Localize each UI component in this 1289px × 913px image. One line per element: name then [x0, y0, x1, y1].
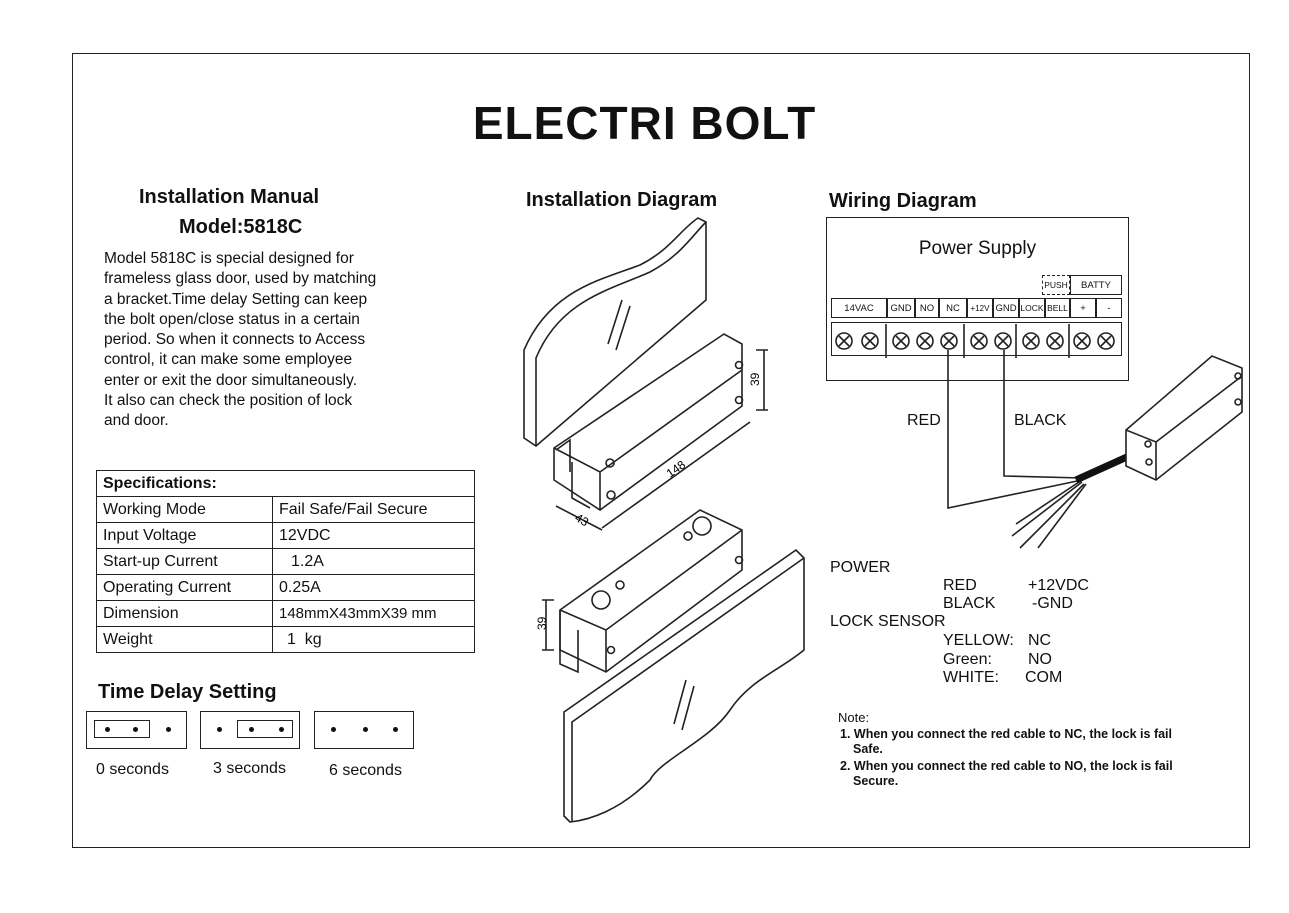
note-line: Secure.	[853, 774, 899, 788]
terminal-minus: -	[1096, 298, 1122, 318]
power-row-color: BLACK	[943, 595, 996, 612]
description-line: and door.	[104, 412, 169, 430]
terminal-no: NO	[915, 298, 939, 318]
description-line: frameless glass door, used by matching	[104, 270, 377, 288]
table-row: Input Voltage 12VDC	[96, 522, 475, 549]
jumper-link	[237, 720, 293, 738]
terminal-bell: BELL	[1045, 298, 1070, 318]
table-row: Working Mode Fail Safe/Fail Secure	[96, 496, 475, 523]
spec-value: 12VDC	[272, 522, 475, 549]
spec-label: Weight	[96, 626, 273, 653]
jumper-pin	[105, 727, 110, 732]
black-wire-label: BLACK	[1014, 412, 1067, 429]
jumper-link	[94, 720, 150, 738]
terminal-gnd: GND	[993, 298, 1019, 318]
power-row-value: +12VDC	[1028, 577, 1089, 594]
description-line: enter or exit the door simultaneously.	[104, 371, 358, 389]
description-line: period. So when it connects to Access	[104, 331, 366, 349]
description-line: control, it can make some employee	[104, 351, 353, 369]
sensor-row-color: YELLOW:	[943, 632, 1014, 649]
sensor-row-value: COM	[1025, 669, 1063, 686]
jumper-label: 0 seconds	[96, 761, 169, 778]
jumper-pin	[331, 727, 336, 732]
power-supply-box: Power Supply PUSH BATTY 14VAC GND NO NC …	[826, 217, 1129, 381]
spec-label: Input Voltage	[96, 522, 273, 549]
batty-label: BATTY	[1070, 275, 1122, 295]
description-line: a bracket.Time delay Setting can keep	[104, 290, 368, 308]
power-row-value: -GND	[1032, 595, 1073, 612]
description-line: It also can check the position of lock	[104, 392, 353, 410]
screw-terminal-strip	[831, 322, 1122, 356]
spec-label: Start-up Current	[96, 548, 273, 575]
wiring-heading: Wiring Diagram	[829, 190, 977, 212]
power-heading: POWER	[830, 559, 891, 576]
table-row: Specifications:	[96, 470, 475, 497]
terminal-plus: +	[1070, 298, 1096, 318]
table-row: Dimension 148mmX43mmX39 mm	[96, 600, 475, 627]
jumper-label: 3 seconds	[213, 760, 286, 777]
dim-height-top: 39	[748, 372, 762, 386]
manual-heading: Installation Manual	[139, 186, 320, 208]
sensor-row-value: NC	[1028, 632, 1052, 649]
spec-label: Working Mode	[96, 496, 273, 523]
table-row: Operating Current 0.25A	[96, 574, 475, 601]
specifications-heading: Specifications:	[96, 470, 475, 497]
spec-value: 148mmX43mmX39 mm	[272, 600, 475, 627]
power-supply-label: Power Supply	[918, 238, 1037, 259]
note-line: Safe.	[853, 742, 883, 756]
jumper-0-seconds	[86, 711, 187, 749]
sensor-row-value: NO	[1028, 651, 1052, 668]
spec-value: 0.25A	[272, 574, 475, 601]
note-line: 1. When you connect the red cable to NC,…	[840, 727, 1173, 741]
description-block: Model 5818C is special designed for fram…	[104, 249, 376, 432]
jumper-pin	[279, 727, 284, 732]
table-row: Start-up Current 1.2A	[96, 548, 475, 575]
terminal-gnd: GND	[887, 298, 915, 318]
terminal-12v: +12V	[967, 298, 993, 318]
page-title: ELECTRI BOLT	[472, 97, 817, 149]
jumper-3-seconds	[200, 711, 300, 749]
specifications-table: Specifications: Working Mode Fail Safe/F…	[96, 470, 475, 653]
sensor-row-color: WHITE:	[943, 669, 999, 686]
red-wire-label: RED	[907, 412, 941, 429]
terminal-lock: LOCK	[1019, 298, 1045, 318]
jumper-pin	[393, 727, 398, 732]
screw-terminals	[835, 332, 1115, 350]
dim-height-bottom: 39	[535, 616, 549, 630]
jumper-pin	[363, 727, 368, 732]
power-row-color: RED	[943, 577, 977, 594]
table-row: Weight 1 kg	[96, 626, 475, 653]
spec-value: 1 kg	[272, 626, 475, 653]
document-frame	[72, 53, 1250, 848]
jumper-pin	[166, 727, 171, 732]
terminal-14vac: 14VAC	[831, 298, 887, 318]
installation-drawing: 39 148 43 39	[523, 217, 805, 823]
note-line: 2. When you connect the red cable to NO,…	[840, 759, 1173, 773]
jumper-pin	[249, 727, 254, 732]
sensor-row-color: Green:	[943, 651, 992, 668]
model-heading: Model:5818C	[179, 216, 303, 238]
lock-sensor-heading: LOCK SENSOR	[830, 613, 946, 630]
description-line: Model 5818C is special designed for	[104, 250, 354, 267]
spec-label: Dimension	[96, 600, 273, 627]
time-delay-heading: Time Delay Setting	[98, 681, 277, 703]
installation-heading: Installation Diagram	[526, 189, 718, 211]
jumper-6-seconds	[314, 711, 414, 749]
wiring-drawing	[835, 324, 1243, 549]
spec-value: Fail Safe/Fail Secure	[272, 496, 475, 523]
jumper-pin	[217, 727, 222, 732]
spec-label: Operating Current	[96, 574, 273, 601]
push-label: PUSH	[1042, 275, 1070, 295]
jumper-pin	[133, 727, 138, 732]
terminal-nc: NC	[939, 298, 967, 318]
description-line: the bolt open/close status in a certain	[104, 310, 360, 328]
dim-width: 43	[573, 510, 592, 529]
spec-value: 1.2A	[272, 548, 475, 575]
jumper-label: 6 seconds	[329, 762, 402, 779]
note-heading: Note:	[838, 710, 870, 725]
